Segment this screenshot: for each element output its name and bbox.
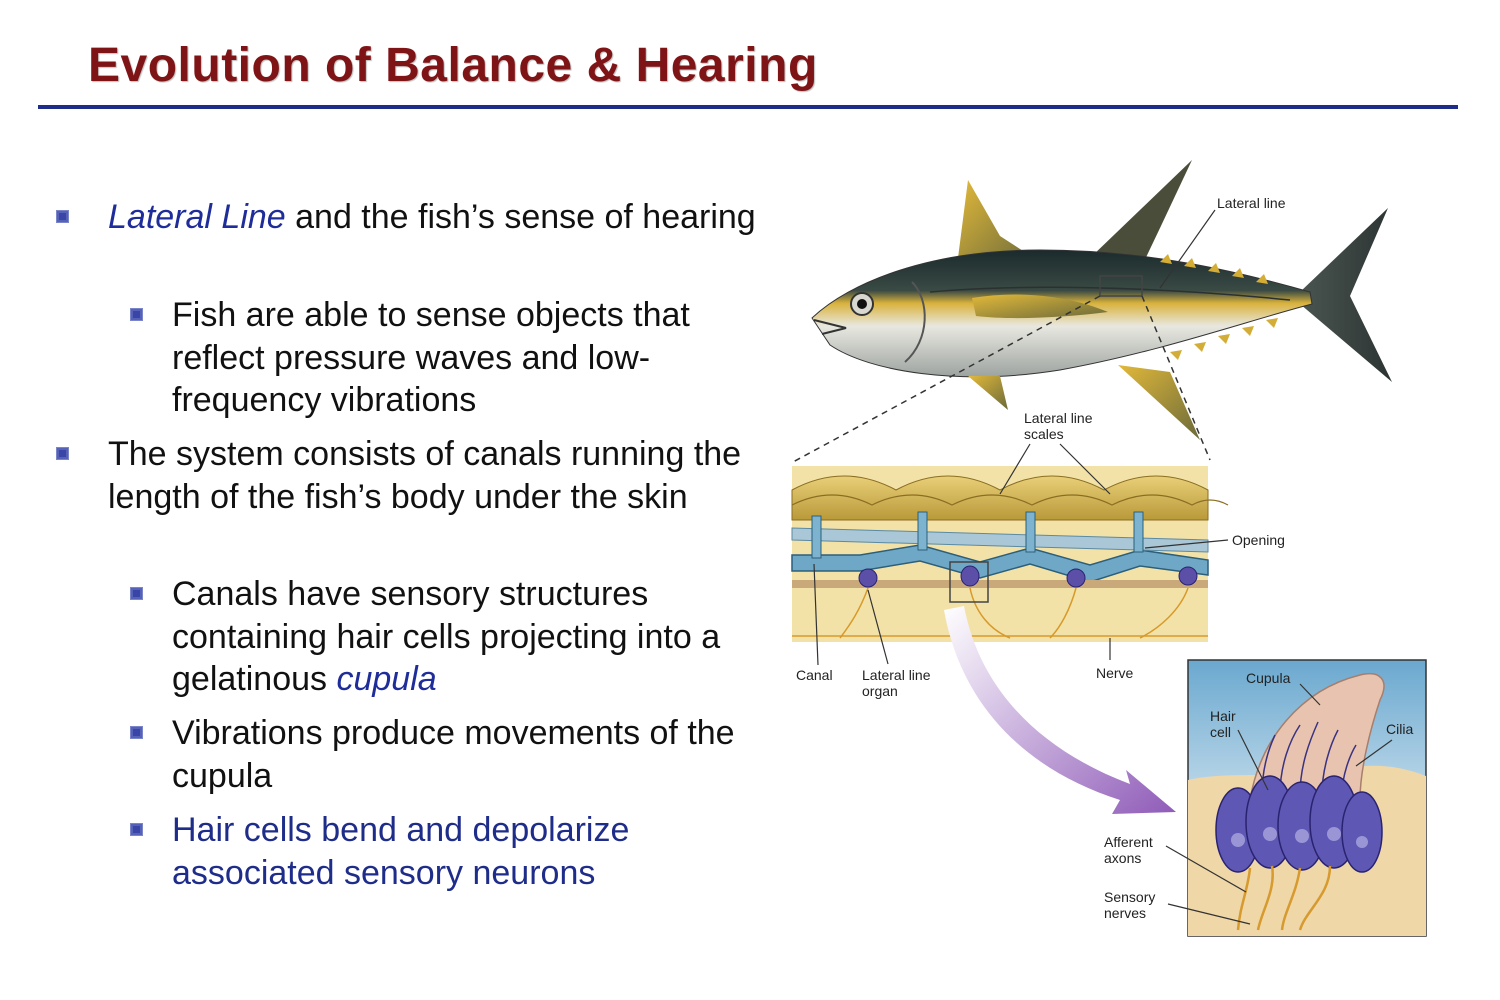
label-sensory-nerves-2: nerves <box>1104 905 1146 921</box>
bullet-marker-icon <box>56 210 69 223</box>
lateral-line-leader <box>1159 209 1216 289</box>
canal-tube <box>791 511 1209 583</box>
label-lateral-line-organ: Lateral line <box>862 667 931 683</box>
title-divider <box>38 105 1458 109</box>
sub-bullet-pressure-waves: Fish are able to sense objects that refl… <box>130 294 762 422</box>
bullet-text: Canals have sensory structures containin… <box>172 575 721 698</box>
pectoral-fin <box>972 294 1108 319</box>
cupula-shape <box>1249 673 1385 801</box>
label-lateral-line: Lateral line <box>1217 195 1286 211</box>
label-hair-cell-2: cell <box>1210 724 1231 740</box>
cilia-leader <box>1355 739 1393 767</box>
cupula-leader <box>1299 683 1321 706</box>
scale-rows <box>791 475 1229 521</box>
organ-zoom-box <box>949 561 989 603</box>
anal-fin <box>1118 365 1200 440</box>
bullet-canal-system: The system consists of canals running th… <box>56 433 758 518</box>
bullet-marker-icon <box>56 447 69 460</box>
dorsal-fin <box>958 180 1040 262</box>
bullet-marker-icon <box>130 587 143 600</box>
bullet-marker-icon <box>130 308 143 321</box>
gill-cover <box>904 281 926 363</box>
label-cilia: Cilia <box>1386 721 1413 737</box>
bullet-emphasis: cupula <box>336 660 437 698</box>
label-sensory-nerves: Sensory <box>1104 889 1155 905</box>
bullet-text: The system consists of canals running th… <box>108 435 742 516</box>
label-afferent-axons-2: axons <box>1104 850 1141 866</box>
pelvic-fin <box>968 376 1008 410</box>
hair-cell-leader <box>1237 729 1269 791</box>
label-cupula: Cupula <box>1246 670 1291 686</box>
label-lateral-line-scales: Lateral line <box>1024 410 1093 426</box>
scales-leader-1 <box>999 443 1031 495</box>
sensory-leader <box>1167 903 1251 925</box>
scales-leader-2 <box>1059 443 1111 495</box>
bullet-text: Vibrations produce movements of the cupu… <box>172 714 735 795</box>
afferent-leader <box>1165 845 1247 893</box>
bullet-text: Fish are able to sense objects that refl… <box>172 296 690 419</box>
tail-fin <box>1300 208 1392 382</box>
label-opening: Opening <box>1232 532 1285 548</box>
opening-leader <box>1144 539 1229 549</box>
dermis-layer <box>792 580 1208 588</box>
zoom-box <box>1099 275 1143 297</box>
bullet-lateral-line: Lateral Line and the fish’s sense of hea… <box>56 196 758 239</box>
sub-bullet-sensory-structures: Canals have sensory structures containin… <box>130 573 762 701</box>
projection-line-left <box>792 295 1101 463</box>
label-lateral-line-organ-2: organ <box>862 683 898 699</box>
cross-section-panel <box>791 466 1229 642</box>
label-lateral-line-scales-2: scales <box>1024 426 1064 442</box>
label-hair-cell: Hair <box>1210 708 1236 724</box>
cell-nuclei <box>1231 827 1368 848</box>
label-afferent-axons: Afferent <box>1104 834 1153 850</box>
organ-leader <box>867 589 889 665</box>
hair-cells <box>1215 775 1383 873</box>
bullet-text: Hair cells bend and depolarize associate… <box>172 811 630 892</box>
second-dorsal-fin <box>1090 160 1192 270</box>
bullet-text: and the fish’s sense of hearing <box>285 198 756 236</box>
slide-title: Evolution of Balance & Hearing <box>88 39 818 92</box>
sub-bullet-vibrations: Vibrations produce movements of the cupu… <box>130 712 762 797</box>
nerve-fibers <box>792 587 1208 639</box>
lateral-line-curve <box>929 286 1291 301</box>
label-nerve: Nerve <box>1096 665 1134 681</box>
sub-bullet-hair-cells: Hair cells bend and depolarize associate… <box>130 809 762 894</box>
projection-line-right <box>1141 295 1211 461</box>
canal-leader <box>813 563 819 666</box>
tuna-illustration <box>811 160 1392 440</box>
finlets <box>1160 254 1278 360</box>
hair-cell-inset <box>1187 659 1427 937</box>
fish-pupil <box>857 299 867 309</box>
bullet-emphasis: Lateral Line <box>108 198 286 236</box>
fish-mouth <box>813 319 847 335</box>
label-canal: Canal <box>796 667 833 683</box>
lateral-line-organs <box>858 565 1198 588</box>
bullet-marker-icon <box>130 823 143 836</box>
afferent-fibers <box>1236 865 1332 931</box>
bullet-marker-icon <box>130 726 143 739</box>
zoom-arrow <box>944 606 1176 814</box>
